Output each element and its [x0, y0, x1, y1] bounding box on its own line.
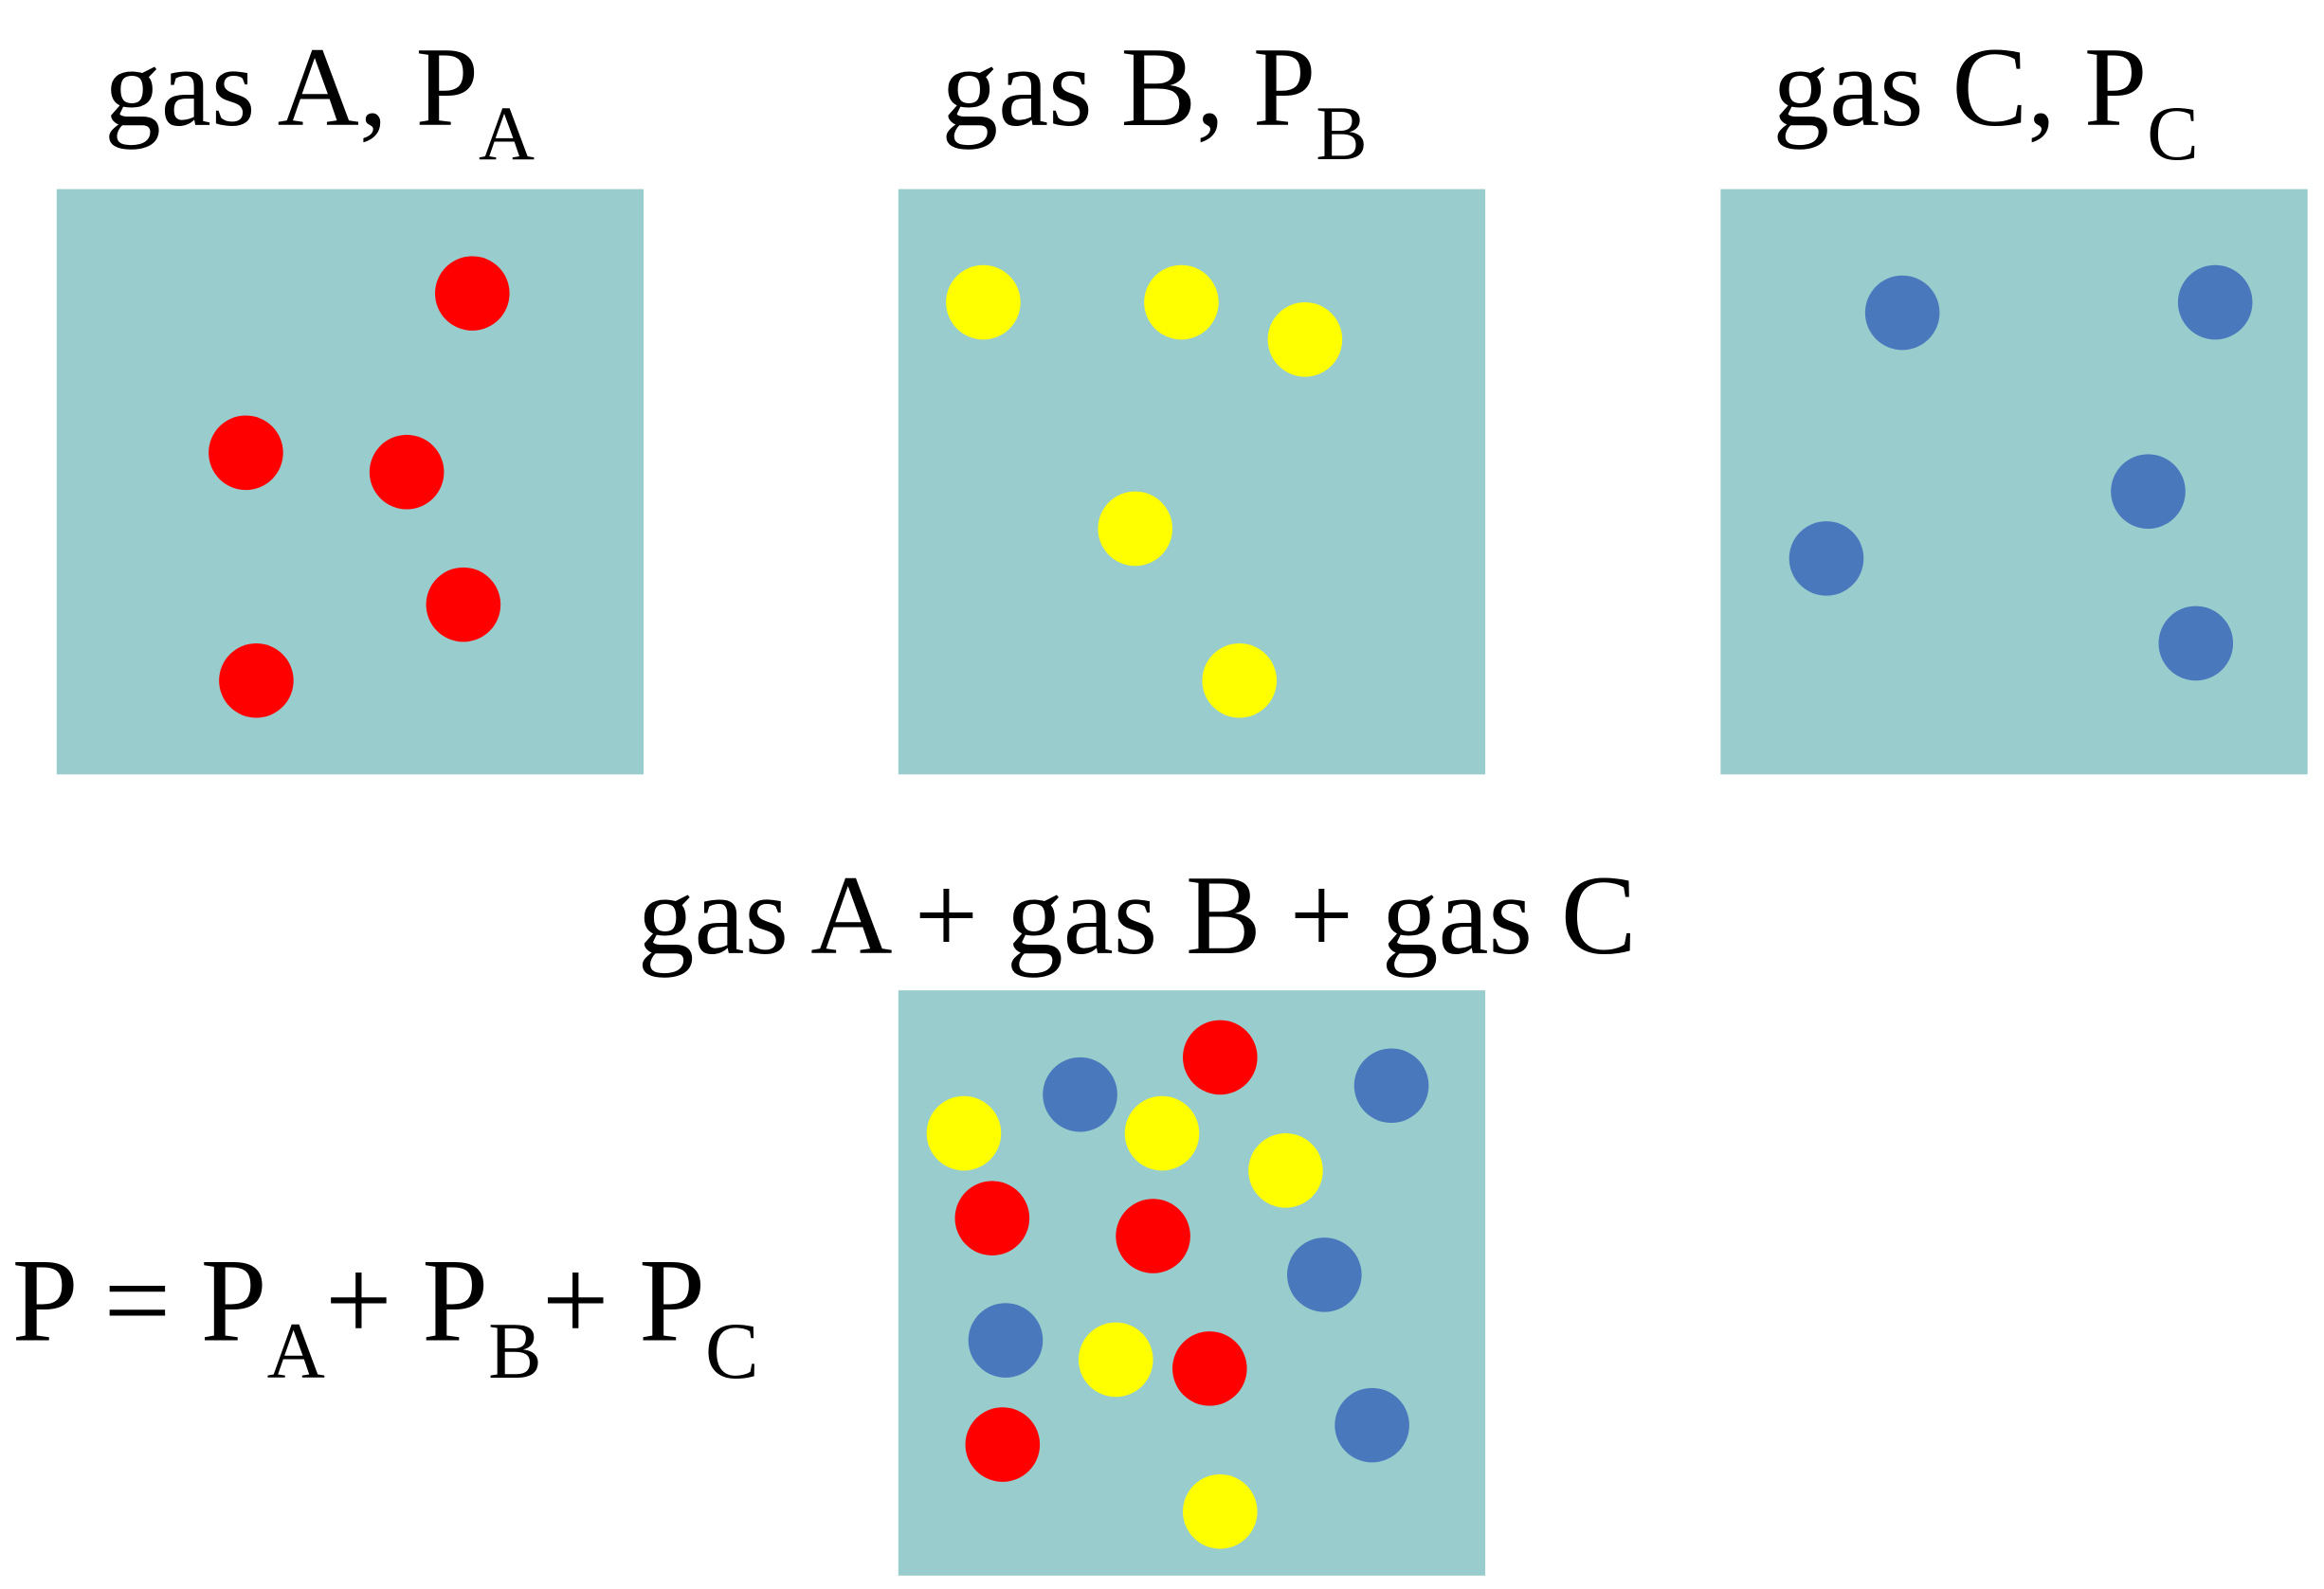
- gas-a-molecule: [1116, 1199, 1190, 1273]
- gas-b-molecule: [1078, 1322, 1153, 1398]
- gas-a-molecule: [1183, 1020, 1258, 1095]
- gas-b-molecule: [926, 1095, 1002, 1171]
- gas-b-molecule: [1124, 1095, 1200, 1171]
- panel-a-title: gas A, PA: [104, 25, 535, 176]
- gas-c-molecule: [2158, 605, 2234, 681]
- gas-b-molecule: [1202, 642, 1278, 718]
- panel-c-title: gas C, PC: [1772, 25, 2198, 176]
- molecules-layer: [209, 256, 2253, 1549]
- gas-a-molecule: [219, 642, 294, 718]
- gas-a-molecule: [954, 1181, 1030, 1255]
- gas-c-molecule: [1864, 275, 1940, 351]
- gas-b-molecule: [1098, 491, 1173, 567]
- gas-c-molecule: [1043, 1056, 1117, 1132]
- gas-c-molecule: [1353, 1048, 1429, 1124]
- gas-c-molecule: [2111, 454, 2186, 529]
- container-gas-a: [56, 189, 645, 775]
- gas-b-molecule: [1248, 1133, 1323, 1208]
- gas-b-molecule: [1144, 264, 1219, 340]
- gas-c-molecule: [1287, 1237, 1362, 1312]
- panel-b-title: gas B, PB: [941, 25, 1367, 176]
- gas-a-molecule: [1172, 1331, 1247, 1406]
- gas-c-molecule: [1334, 1387, 1409, 1463]
- mixture-title: gas A + gas B + gas C: [638, 853, 1637, 978]
- gas-a-molecule: [369, 434, 445, 510]
- gas-c-molecule: [1788, 521, 1864, 596]
- gas-a-molecule: [965, 1407, 1041, 1482]
- gas-a-molecule: [435, 256, 510, 331]
- gas-c-molecule: [968, 1303, 1044, 1378]
- dalton-equation: P = PA+ PB+ PC: [12, 1236, 759, 1396]
- gas-c-molecule: [2177, 264, 2253, 340]
- gas-a-molecule: [426, 567, 501, 642]
- gas-b-molecule: [1267, 302, 1343, 377]
- gas-b-molecule: [1183, 1473, 1258, 1549]
- gas-b-molecule: [946, 264, 1021, 340]
- gas-a-molecule: [209, 415, 283, 491]
